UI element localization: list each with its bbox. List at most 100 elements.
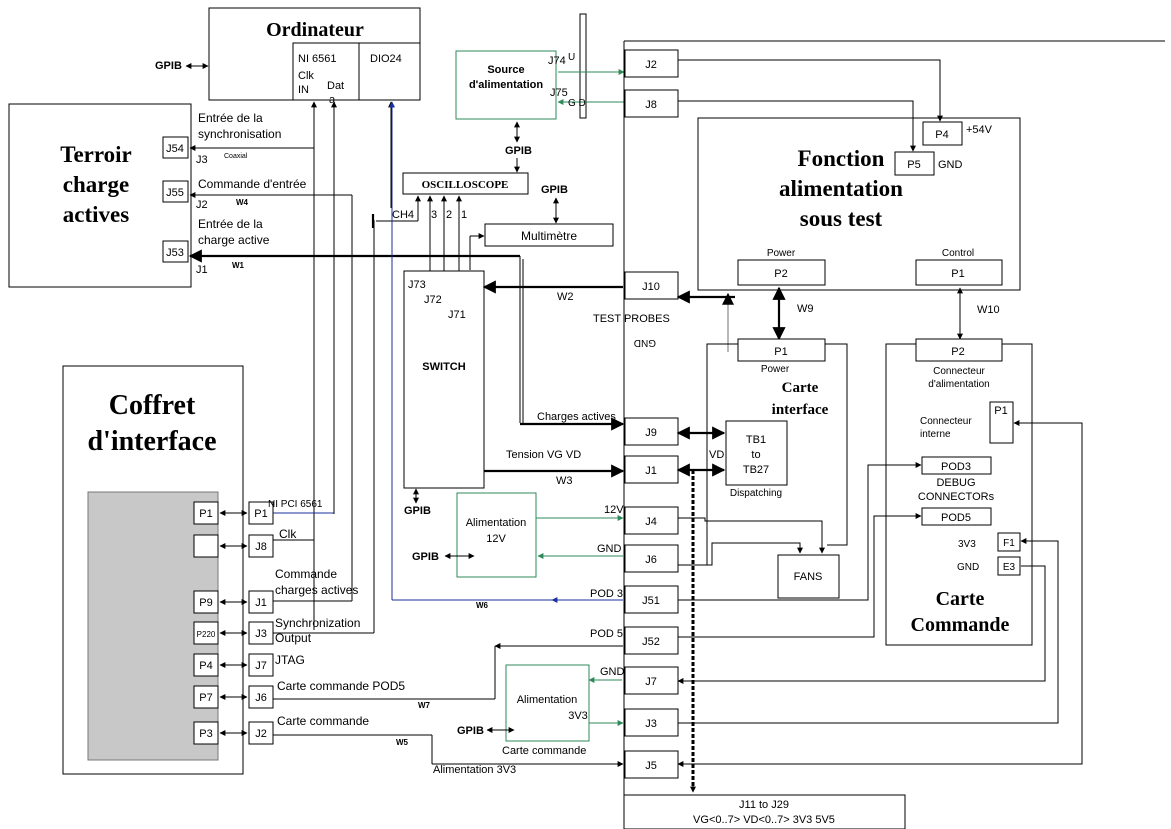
rack-connector-j10: J10 bbox=[624, 271, 679, 300]
coffret-outer-port-label: J2 bbox=[255, 728, 267, 740]
cmd-charges-label-1: Commande bbox=[275, 567, 337, 581]
e3-label: E3 bbox=[1003, 562, 1016, 573]
psu12-out-label: 12V bbox=[604, 504, 624, 516]
jtag-label: JTAG bbox=[275, 653, 305, 667]
coffret-outer-port-label: J6 bbox=[255, 692, 267, 704]
gnd-mirrored-label: GND bbox=[634, 337, 656, 348]
conn-alim-label-1: Connecteur bbox=[933, 366, 985, 377]
ch3-label: 3 bbox=[431, 209, 437, 221]
source-title-2: d'alimentation bbox=[469, 79, 543, 91]
rack-connector-j2: J2 bbox=[624, 49, 679, 78]
pod5-wire-label: POD 5 bbox=[590, 628, 623, 640]
oscilloscope-title: OSCILLOSCOPE bbox=[422, 179, 509, 191]
rack-connector-label: J9 bbox=[645, 427, 657, 439]
psu33-gpib-label: GPIB bbox=[457, 725, 484, 737]
psu33-volts: 3V3 bbox=[568, 710, 588, 722]
rack-connector-j9: J9 bbox=[624, 417, 679, 446]
sync-label-2: synchronisation bbox=[198, 127, 281, 141]
coffret-inner-port-p3 bbox=[193, 721, 219, 745]
interface-title-1: Carte bbox=[782, 380, 819, 396]
coffret-inner-port-p7 bbox=[193, 685, 219, 709]
psu12-title: Alimentation bbox=[466, 517, 527, 529]
rack-connector-label: J51 bbox=[642, 595, 660, 607]
dut-gnd-label: GND bbox=[938, 159, 963, 171]
conn-alim-label-2: d'alimentation bbox=[928, 379, 989, 390]
pod5-cmd-label: Carte commande POD5 bbox=[277, 679, 405, 693]
j11-title: J11 to J29 bbox=[739, 799, 789, 811]
cmd-p1-label: P1 bbox=[994, 405, 1007, 417]
f1-label: F1 bbox=[1003, 538, 1015, 549]
debug-label-1: DEBUG bbox=[936, 477, 975, 489]
coffret-outer-port-label: P1 bbox=[254, 508, 267, 520]
j71-label: J71 bbox=[448, 309, 466, 321]
interface-power-label: Power bbox=[761, 364, 790, 375]
coffret-outer-port-j2 bbox=[248, 721, 274, 745]
rack-connector-label: J10 bbox=[642, 281, 660, 293]
coffret-port-row: P1 P1 bbox=[193, 501, 274, 525]
power-label: Power bbox=[767, 248, 796, 259]
coffret-outer-port-label: J7 bbox=[255, 660, 267, 672]
oscilloscope-block: OSCILLOSCOPE CH4 3 2 1 GPIB bbox=[371, 101, 568, 307]
ni-pci-label: NI PCI 6561 bbox=[268, 499, 323, 510]
terroir-j1-label: J1 bbox=[196, 264, 208, 276]
dio24-label: DIO24 bbox=[370, 53, 402, 65]
terroir-title-2: charge bbox=[63, 172, 129, 197]
rack-connector-label: J7 bbox=[645, 676, 657, 688]
coffret-outer-port-j6 bbox=[248, 685, 274, 709]
charge-label-2: charge active bbox=[198, 233, 270, 247]
pod3-wire-label: POD 3 bbox=[590, 588, 623, 600]
dut-title-1: Fonction bbox=[798, 146, 885, 171]
w9-label: W9 bbox=[797, 303, 814, 315]
data-label: Dat bbox=[327, 80, 344, 92]
sync-output-label-1: Synchronization bbox=[275, 616, 360, 630]
ch2-label: 2 bbox=[446, 209, 452, 221]
data-label-2: a bbox=[329, 94, 336, 106]
terroir-title-3: actives bbox=[63, 202, 129, 227]
control-label: Control bbox=[942, 248, 974, 259]
coffret-inner-port-blank bbox=[193, 534, 219, 558]
interface-title-2: interface bbox=[772, 402, 829, 418]
rack-connector-label: J4 bbox=[645, 516, 657, 528]
dut-p2-label: P2 bbox=[774, 268, 787, 280]
rack-connector-j5: J5 bbox=[624, 750, 679, 779]
rack-connector-label: J3 bbox=[645, 718, 657, 730]
terroir-wiring bbox=[188, 101, 625, 630]
terroir-j3-label: J3 bbox=[196, 154, 208, 166]
sync-output-label-2: Output bbox=[275, 631, 312, 645]
p4-label: P4 bbox=[935, 129, 948, 141]
switch-title: SWITCH bbox=[422, 361, 465, 373]
pod3-box-label: POD3 bbox=[941, 461, 971, 473]
coffret-inner-port-label: P1 bbox=[199, 508, 212, 520]
clk-out-label: Clk bbox=[279, 527, 297, 541]
multimeter-title: Multimètre bbox=[521, 229, 577, 243]
coffret-inner-port-label: P9 bbox=[199, 597, 212, 609]
coffret-inner-port-label: P7 bbox=[199, 692, 212, 704]
debug-label-2: CONNECTORs bbox=[918, 491, 995, 503]
rack-connector-label: J6 bbox=[645, 554, 657, 566]
coffret-labels: NI PCI 6561 Clk Commande charges actives… bbox=[268, 499, 516, 776]
w4-label: W4 bbox=[236, 198, 249, 207]
v54-label: +54V bbox=[966, 124, 993, 136]
coffret-outer-port-j1 bbox=[248, 590, 274, 614]
rack-connector-j52: J52 bbox=[624, 626, 679, 655]
cmd-title-2: Commande bbox=[911, 614, 1010, 636]
dut-title-3: sous test bbox=[800, 206, 883, 231]
vd-label: VD bbox=[709, 449, 724, 461]
w6-label: W6 bbox=[476, 601, 489, 610]
coffret-wiring: W6 POD 3 POD 5 bbox=[273, 101, 624, 767]
pod5-box-label: POD5 bbox=[941, 512, 971, 524]
rack-connector-label: J8 bbox=[645, 99, 657, 111]
cmd-p2-label: P2 bbox=[951, 346, 964, 358]
tension-label: Tension VG VD bbox=[506, 449, 581, 461]
load-terroir-block: Terroir charge actives J54 J55 J53 Entré… bbox=[8, 103, 307, 288]
w3-label: W3 bbox=[556, 475, 573, 487]
rack-connector-label: J5 bbox=[645, 760, 657, 772]
psu33-gnd-label: GND bbox=[600, 666, 625, 678]
gnd-small: G D bbox=[568, 98, 586, 109]
w1-label: W1 bbox=[232, 261, 245, 270]
tb-label-2: to bbox=[751, 449, 760, 461]
cmd-title-1: Carte bbox=[936, 588, 985, 610]
